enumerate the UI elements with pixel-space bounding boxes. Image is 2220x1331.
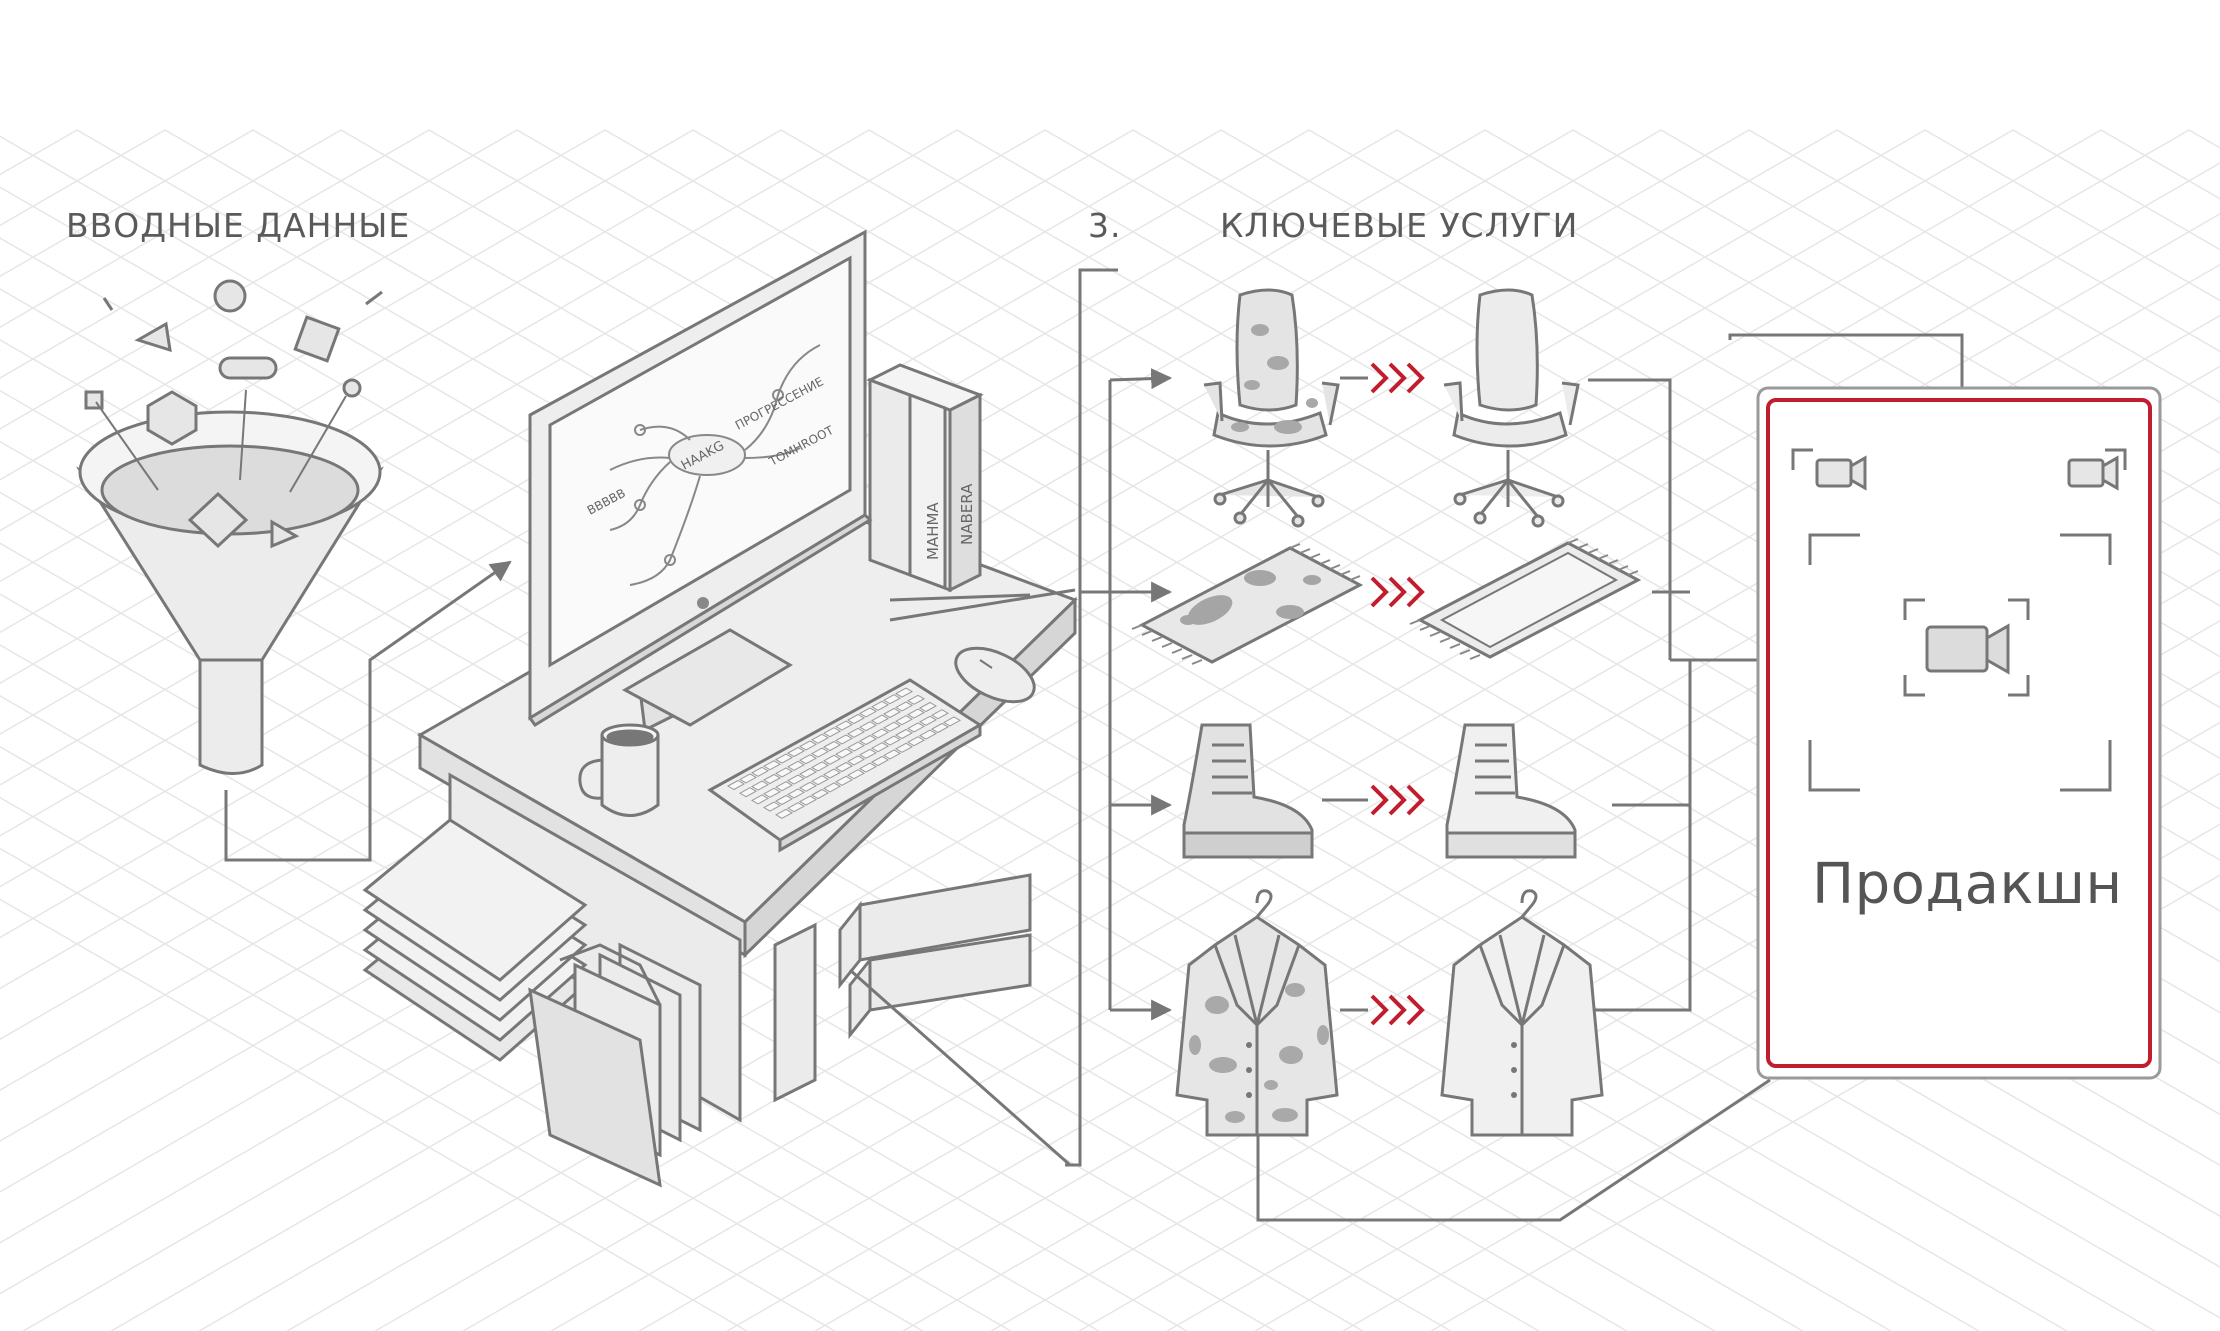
book-spine-1: MAHMA	[924, 502, 942, 560]
transform-lines	[1322, 376, 1368, 1012]
production-panel-title: Продакшн	[1812, 852, 2123, 917]
branch-arrows	[1080, 368, 1173, 1021]
funnel-to-desk-arrow	[224, 560, 512, 862]
viewfinder-frame	[1791, 448, 2127, 792]
triple-chevron-icon	[1370, 994, 1425, 1026]
triple-chevron-icon	[1370, 784, 1425, 816]
triple-chevron-icon	[1370, 576, 1425, 608]
rug-icon	[1131, 543, 1364, 665]
services-step-number: 3.	[1088, 206, 1122, 245]
jacket-icon	[1440, 889, 1604, 1137]
connector-lines	[849, 268, 1118, 1167]
input-section-title: ВВОДНЫЕ ДАННЫЕ	[66, 206, 411, 245]
jacket-icon	[1175, 889, 1339, 1137]
books-icon	[866, 363, 984, 593]
video-camera-icon	[1815, 455, 1867, 491]
folder-icon	[528, 942, 702, 1188]
video-camera-icon	[2067, 455, 2119, 491]
video-camera-icon	[1925, 623, 2010, 675]
book-spine-2: NABERA	[958, 483, 976, 545]
output-connector-lines	[1256, 333, 1964, 1222]
rug-icon	[1409, 538, 1642, 660]
mouse-icon	[954, 646, 1036, 704]
mindmap-on-screen	[609, 344, 821, 586]
boot-icon	[1445, 723, 1577, 859]
boot-icon	[1182, 723, 1314, 859]
chair-icon	[1203, 288, 1340, 528]
production-panel	[1756, 386, 2162, 1080]
books-under-desk	[773, 873, 1032, 1103]
mug-icon	[578, 723, 660, 817]
input-data-shapes	[84, 279, 383, 549]
chair-icon	[1443, 288, 1580, 528]
triple-chevron-icon	[1370, 362, 1425, 394]
services-section-title: КЛЮЧЕВЫЕ УСЛУГИ	[1220, 206, 1579, 245]
keyboard-icon	[707, 678, 983, 853]
funnel-icon	[76, 410, 384, 775]
